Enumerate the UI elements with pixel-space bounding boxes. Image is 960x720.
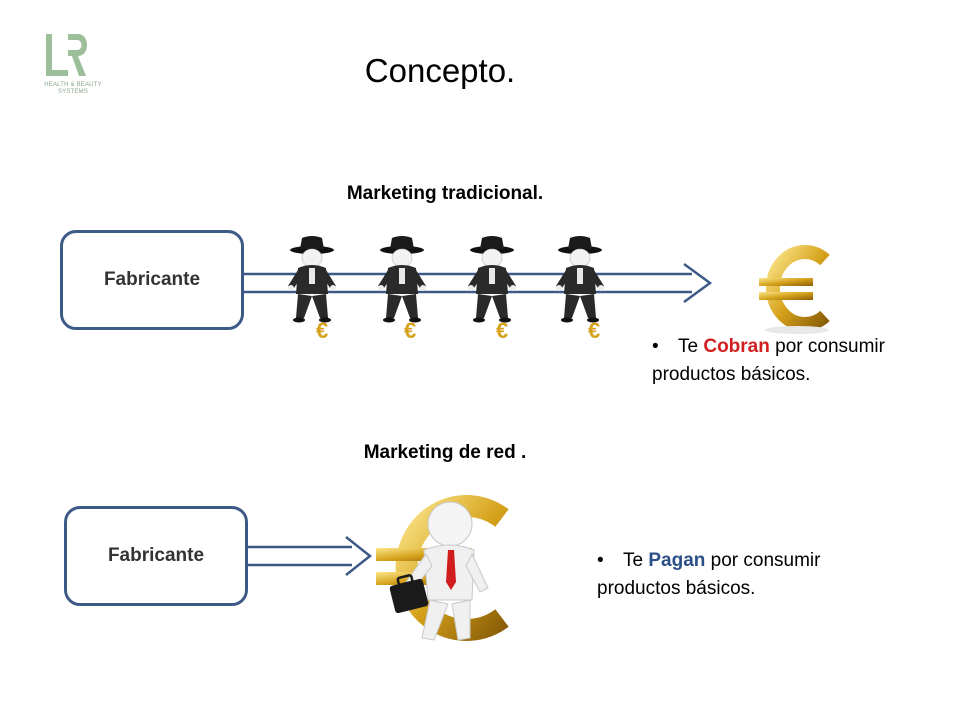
pagan-keyword: Pagan: [648, 550, 706, 571]
traditional-bullet-line2: productos básicos.: [652, 364, 811, 385]
traditional-manufacturer-label: Fabricante: [103, 269, 201, 290]
network-bullet-prefix: Te: [623, 550, 649, 571]
traditional-manufacturer-box: Fabricante: [60, 230, 244, 330]
logo-caption-line1: HEALTH & BEAUTY: [44, 82, 102, 88]
lr-logo-caption: HEALTH & BEAUTY SYSTEMS: [32, 82, 114, 96]
network-arrow-icon: [248, 536, 373, 576]
lr-logo-mark-icon: [46, 34, 87, 76]
gold-euro-icon: [759, 245, 830, 334]
page-title: Concepto.: [364, 52, 516, 89]
lr-logo: HEALTH & BEAUTY SYSTEMS: [32, 32, 114, 102]
euro-coin-2: €: [404, 318, 417, 343]
person-with-briefcase-euro-icon: [376, 495, 509, 641]
traditional-bullet-prefix: Te: [678, 336, 704, 357]
traditional-bullet-rest: por consumir: [769, 336, 885, 357]
middlemen-row: [282, 234, 622, 354]
network-bullet: •Te Pagan por consumir productos básicos…: [597, 547, 917, 603]
euro-coin-4: €: [588, 318, 601, 343]
euro-coin-3: €: [496, 318, 509, 343]
traditional-heading: Marketing tradicional.: [346, 183, 544, 204]
network-bullet-rest: por consumir: [705, 550, 821, 571]
euro-coin-1: €: [316, 318, 329, 343]
network-manufacturer-box: Fabricante: [64, 506, 248, 606]
businessman-icon: [287, 235, 605, 323]
logo-caption-line2: SYSTEMS: [57, 89, 89, 95]
traditional-bullet: •Te Cobran por consumir productos básico…: [652, 333, 952, 389]
network-heading: Marketing de red .: [363, 442, 527, 463]
network-manufacturer-label: Fabricante: [107, 545, 205, 566]
network-bullet-line2: productos básicos.: [597, 578, 756, 599]
cobran-keyword: Cobran: [703, 336, 770, 357]
